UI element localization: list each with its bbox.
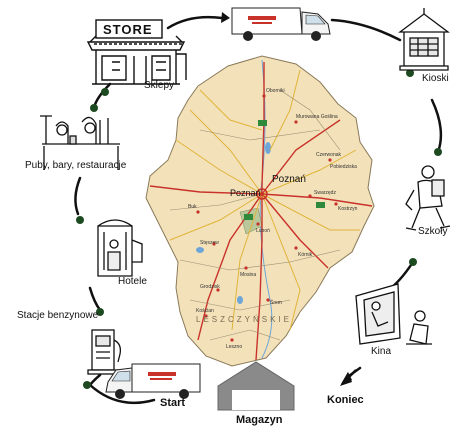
route-van-to-kiosk [330, 18, 402, 42]
town-markers [196, 94, 338, 342]
map-city-label: Poznań [272, 174, 306, 185]
route-dot-station [96, 308, 104, 316]
town-label: Śrem [270, 298, 282, 306]
town-label: Kórnik [298, 252, 313, 258]
town-label: Buk [188, 204, 197, 210]
arrowhead-to-van [221, 12, 230, 23]
label-sklepy: Sklepy [144, 80, 175, 91]
label-start: Start [160, 397, 186, 409]
label-magazyn: Magazyn [236, 414, 283, 426]
pub-illustration [40, 115, 120, 170]
warehouse-illustration [217, 361, 295, 411]
town-label: Stęszew [200, 240, 219, 246]
label-hotele: Hotele [118, 276, 147, 287]
route-store-to-van [166, 15, 224, 30]
lake [265, 142, 271, 154]
route-start-to-warehouse [88, 383, 156, 405]
label-kina: Kina [371, 346, 392, 357]
store-sign-text: STORE [103, 22, 153, 37]
town-label: Czerwonak [316, 152, 342, 158]
route-dot-school-bottom [409, 258, 417, 266]
route-dots [76, 69, 442, 389]
map-city-label-secondary: Poznań [230, 188, 261, 198]
route-hotel-to-station [88, 286, 102, 312]
label-puby: Puby, bary, restauracje [25, 160, 127, 171]
route-pub-to-hotel [74, 176, 82, 216]
town-label: Grodzisk [200, 284, 220, 290]
route-station-to-van [88, 373, 102, 387]
road-shields [244, 120, 325, 220]
route-store-to-pub [92, 82, 112, 110]
van-start-illustration [105, 363, 201, 399]
town-label: Luboń [256, 228, 270, 234]
label-szkoly: Szkoły [418, 226, 448, 237]
map-region-label: LESZCZYŃSKIE [196, 315, 292, 324]
town-label: Leszno [226, 344, 242, 350]
roads-minor [169, 69, 360, 331]
school-student-illustration [405, 165, 451, 231]
store-illustration [86, 19, 187, 85]
route-dot-school-top [434, 148, 442, 156]
town-label: Pobiedziska [330, 164, 357, 170]
map-town-labels: Swarzędz Kostrzyn Luboń Mosina Kórnik Bu… [188, 88, 358, 350]
town-label: Mosina [240, 272, 256, 278]
route-dot-start [83, 381, 91, 389]
town-label: Kostrzyn [338, 206, 358, 212]
route-dot-pub [90, 104, 98, 112]
town-label: Oborniki [266, 88, 285, 94]
map-poznan-region [145, 55, 375, 367]
label-stacje: Stacje benzynowe [17, 310, 99, 321]
label-kioski: Kioski [422, 73, 449, 84]
van-top-illustration [231, 7, 331, 41]
lake [196, 247, 204, 253]
kiosk-illustration [398, 8, 450, 71]
route-kiosk-to-school [430, 98, 443, 154]
town-label: Murowana Goślina [296, 114, 338, 120]
town-label: Kościan [196, 308, 214, 314]
lake [237, 296, 243, 304]
hotel-illustration [97, 219, 143, 277]
cinema-illustration [355, 283, 432, 345]
gas-station-illustration [87, 329, 122, 375]
store-sign-board [95, 19, 163, 39]
route-dot-store [101, 88, 109, 96]
label-koniec: Koniec [327, 394, 364, 406]
route-dot-hotel [76, 216, 84, 224]
town-label: Swarzędz [314, 190, 336, 196]
koniec-arrow [340, 369, 357, 386]
roads-local [169, 89, 341, 341]
route-dot-kiosk [406, 69, 414, 77]
